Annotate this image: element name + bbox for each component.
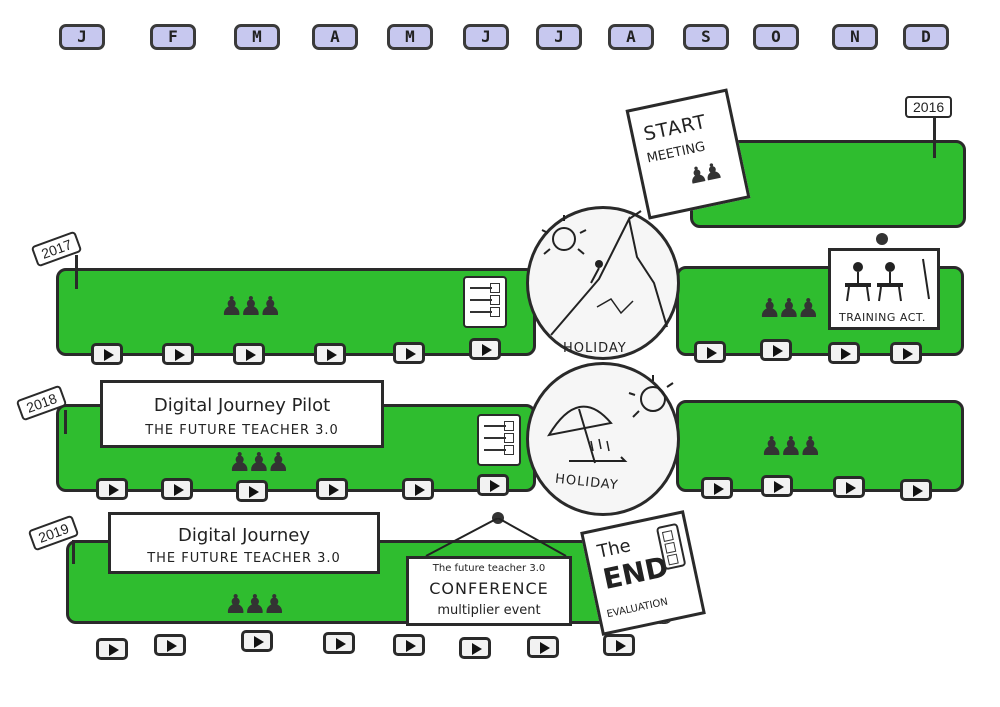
start-meeting-card: START MEETING ♟♟ [625, 88, 751, 220]
end-line3: EVALUATION [605, 596, 669, 621]
play-icon[interactable] [314, 343, 346, 365]
people-icon: ♟♟♟ [228, 448, 290, 478]
year-tag-2016-post [933, 112, 936, 158]
classroom-icon [845, 258, 930, 302]
play-icon[interactable] [162, 343, 194, 365]
people-icon: ♟♟♟ [224, 590, 286, 620]
month-nov: N [832, 24, 878, 50]
year-tag-2019-post [72, 540, 75, 564]
play-icon[interactable] [900, 479, 932, 501]
conference-card-string [425, 518, 567, 557]
year-tag-2016: 2016 [905, 96, 953, 118]
year-tag-2017-post [75, 255, 78, 289]
people-icon: ♟♟ [685, 159, 722, 191]
pilot-subtitle: THE FUTURE TEACHER 3.0 [145, 423, 339, 438]
month-jun: J [463, 24, 509, 50]
training-label: TRAINING ACT. [839, 311, 926, 324]
month-aug: A [608, 24, 654, 50]
play-icon[interactable] [91, 343, 123, 365]
month-sep: S [683, 24, 729, 50]
pilot-title: Digital Journey Pilot [153, 395, 331, 416]
play-icon[interactable] [96, 638, 128, 660]
conference-line1: The future teacher 3.0 [432, 563, 546, 574]
month-mar: M [234, 24, 280, 50]
mountain-climber-icon [541, 210, 668, 336]
play-icon[interactable] [402, 478, 434, 500]
play-icon[interactable] [603, 634, 635, 656]
play-icon[interactable] [96, 478, 128, 500]
play-icon[interactable] [469, 338, 501, 360]
people-icon: ♟♟♟ [758, 294, 820, 324]
play-icon[interactable] [236, 480, 268, 502]
holiday-label-top: HOLIDAY [563, 341, 627, 356]
play-icon[interactable] [761, 475, 793, 497]
conference-line2: CONFERENCE [429, 579, 549, 598]
month-dec: D [903, 24, 949, 50]
play-icon[interactable] [527, 636, 559, 658]
month-jan: J [59, 24, 105, 50]
play-icon[interactable] [161, 478, 193, 500]
play-icon[interactable] [477, 474, 509, 496]
play-icon[interactable] [241, 630, 273, 652]
holiday-circle-bottom: HOLIDAY [526, 362, 680, 516]
band-2018-right [676, 400, 964, 492]
the-end-evaluation-card: The END EVALUATION [580, 510, 706, 636]
conference-card: The future teacher 3.0 CONFERENCE multip… [406, 556, 572, 626]
year-tag-2018-post [64, 410, 67, 434]
beach-umbrella-icon [546, 375, 674, 464]
digital-journey-banner: Digital Journey THE FUTURE TEACHER 3.0 [108, 512, 380, 574]
play-icon[interactable] [233, 343, 265, 365]
play-icon[interactable] [833, 476, 865, 498]
month-oct: O [753, 24, 799, 50]
play-icon[interactable] [760, 339, 792, 361]
play-icon[interactable] [459, 637, 491, 659]
play-icon[interactable] [316, 478, 348, 500]
month-may: M [387, 24, 433, 50]
month-feb: F [150, 24, 196, 50]
play-icon[interactable] [828, 342, 860, 364]
digital-journey-pilot-banner: Digital Journey Pilot THE FUTURE TEACHER… [100, 380, 384, 448]
play-icon[interactable] [694, 341, 726, 363]
journey-title: Digital Journey [177, 525, 311, 546]
play-icon[interactable] [393, 634, 425, 656]
play-icon[interactable] [701, 477, 733, 499]
play-icon[interactable] [323, 632, 355, 654]
training-act-card: TRAINING ACT. [828, 248, 940, 330]
conference-line3: multiplier event [437, 603, 541, 618]
play-icon[interactable] [393, 342, 425, 364]
band-2017-left [56, 268, 536, 356]
month-apr: A [312, 24, 358, 50]
training-card-pin [876, 233, 888, 245]
play-icon[interactable] [890, 342, 922, 364]
people-icon: ♟♟♟ [220, 292, 282, 322]
play-icon[interactable] [154, 634, 186, 656]
month-jul: J [536, 24, 582, 50]
holiday-circle-top: HOLIDAY [526, 206, 680, 360]
journey-subtitle: THE FUTURE TEACHER 3.0 [147, 551, 341, 566]
checklist-icon [477, 414, 521, 466]
checklist-icon [463, 276, 507, 328]
people-icon: ♟♟♟ [760, 432, 822, 462]
